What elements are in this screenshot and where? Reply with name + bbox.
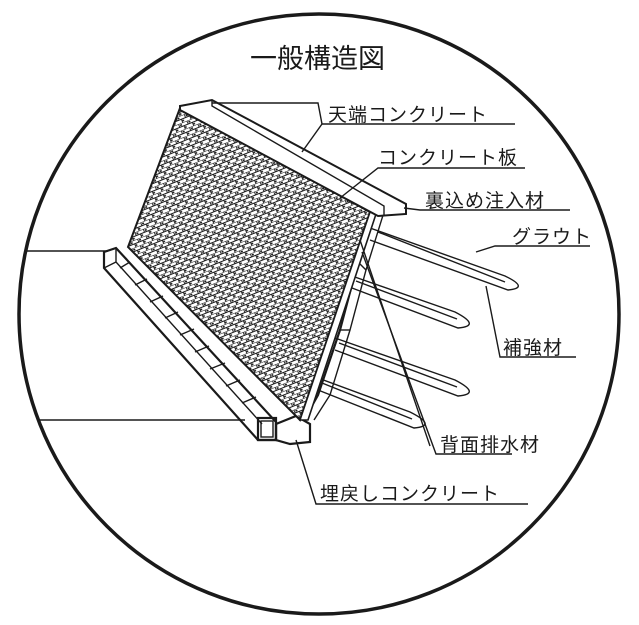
label-backfill-grout: 裏込め注入材 bbox=[425, 190, 545, 212]
wall-drawing bbox=[19, 98, 519, 446]
leader-lines bbox=[212, 102, 590, 505]
label-grout: グラウト bbox=[512, 226, 592, 248]
label-concrete-panel: コンクリート板 bbox=[378, 147, 518, 169]
diagram-title: 一般構造図 bbox=[250, 44, 385, 75]
label-back-drain: 背面排水材 bbox=[440, 434, 540, 456]
reinforcement-rods bbox=[317, 227, 519, 429]
label-crest-concrete: 天端コンクリート bbox=[328, 104, 488, 126]
label-reinforcement: 補強材 bbox=[503, 337, 563, 359]
label-backfill-concrete: 埋戻しコンクリート bbox=[320, 483, 500, 505]
